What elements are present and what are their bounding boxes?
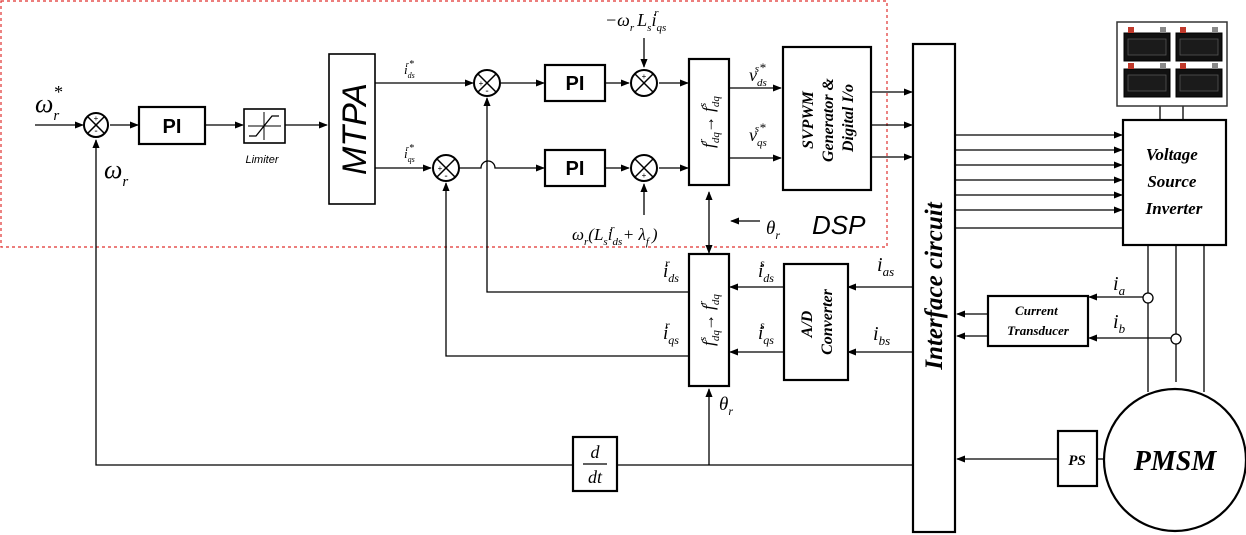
svg-text:+: + [94, 114, 99, 123]
d-current-pi-block [543, 63, 607, 103]
adc-block [782, 262, 850, 382]
vq-ref-label: vqss* [749, 120, 767, 149]
svg-text:-: - [485, 86, 488, 97]
svg-text:+: + [642, 72, 647, 81]
adc-label: A/D Converter [799, 288, 836, 355]
svg-text:+: + [479, 79, 484, 88]
current-transducer-label: Current Transducer [1007, 303, 1070, 338]
dsp-label: DSP [812, 210, 866, 240]
mtpa-label: MTPA [336, 83, 374, 175]
id-feedback-label: idsr [663, 256, 679, 285]
pmsm-motor [1102, 387, 1246, 533]
svg-text:+: + [438, 164, 443, 173]
svpwm-block [781, 45, 873, 192]
sum-d-feedforward: + [630, 69, 658, 97]
inverter-block [1121, 118, 1228, 247]
iq-stator-label: iqss [758, 318, 774, 347]
inverter-label: Voltage Source Inverter [1145, 145, 1203, 218]
dsp-boundary [0, 0, 888, 248]
theta-bottom-label: θr [719, 394, 733, 418]
derivative-num: d [591, 442, 601, 462]
ias-label: ias [877, 254, 894, 279]
position-sensor-label: PS [1068, 453, 1086, 469]
current-transducer-block [986, 294, 1090, 348]
speed-pi-block [137, 105, 207, 146]
derivative-den: dt [588, 467, 603, 487]
dq-stator-to-rotor-block [687, 252, 731, 388]
q-feedforward-label: ωr(Lsidsr + λf) [572, 223, 658, 248]
position-sensor-block [1056, 429, 1099, 488]
q-current-pi-block [543, 148, 607, 188]
interface-circuit-block [911, 42, 957, 534]
battery-icon [1123, 27, 1223, 98]
ia-label: ia [1113, 273, 1126, 298]
sum-q-feedforward: + [630, 154, 658, 182]
mtpa-block [328, 53, 376, 205]
svg-text:-: - [444, 171, 447, 182]
interface-circuit-label: Interface circuit [921, 201, 948, 370]
svpwm-label: SVPWM Generator & Digital I/o [800, 74, 857, 162]
svg-text:-: - [94, 126, 97, 137]
dq-stator-to-rotor-label: fdqs→fdqr [697, 294, 722, 346]
iq-feedback-label: iqsr [663, 318, 679, 347]
speed-feedback-label: ωr [104, 155, 128, 190]
vd-ref-label: vdss* [749, 60, 767, 89]
dq-rotor-to-stator-block [687, 57, 731, 187]
dq-rotor-to-stator-label: fdqr→fdqs [697, 96, 722, 148]
limiter-label: Limiter [245, 154, 279, 166]
sum-d-current: + - [473, 69, 501, 97]
q-current-pi-label: PI [566, 158, 585, 180]
speed-ref-label: ωr* [35, 82, 62, 124]
id-stator-label: idss [758, 256, 774, 285]
speed-pi-label: PI [163, 116, 182, 138]
limiter-icon [248, 112, 281, 140]
pmsm-label: PMSM [1133, 446, 1218, 477]
iq-ref-label: iqsr* [404, 143, 415, 164]
theta-top-label: θr [766, 218, 780, 242]
d-current-pi-label: PI [566, 73, 585, 95]
ib-label: ib [1113, 311, 1126, 336]
ibs-label: ibs [873, 323, 890, 348]
sum-speed: + - [83, 112, 109, 138]
svg-text:+: + [642, 171, 647, 180]
id-ref-label: idsr* [404, 59, 415, 80]
sum-q-current: + - [432, 154, 460, 182]
